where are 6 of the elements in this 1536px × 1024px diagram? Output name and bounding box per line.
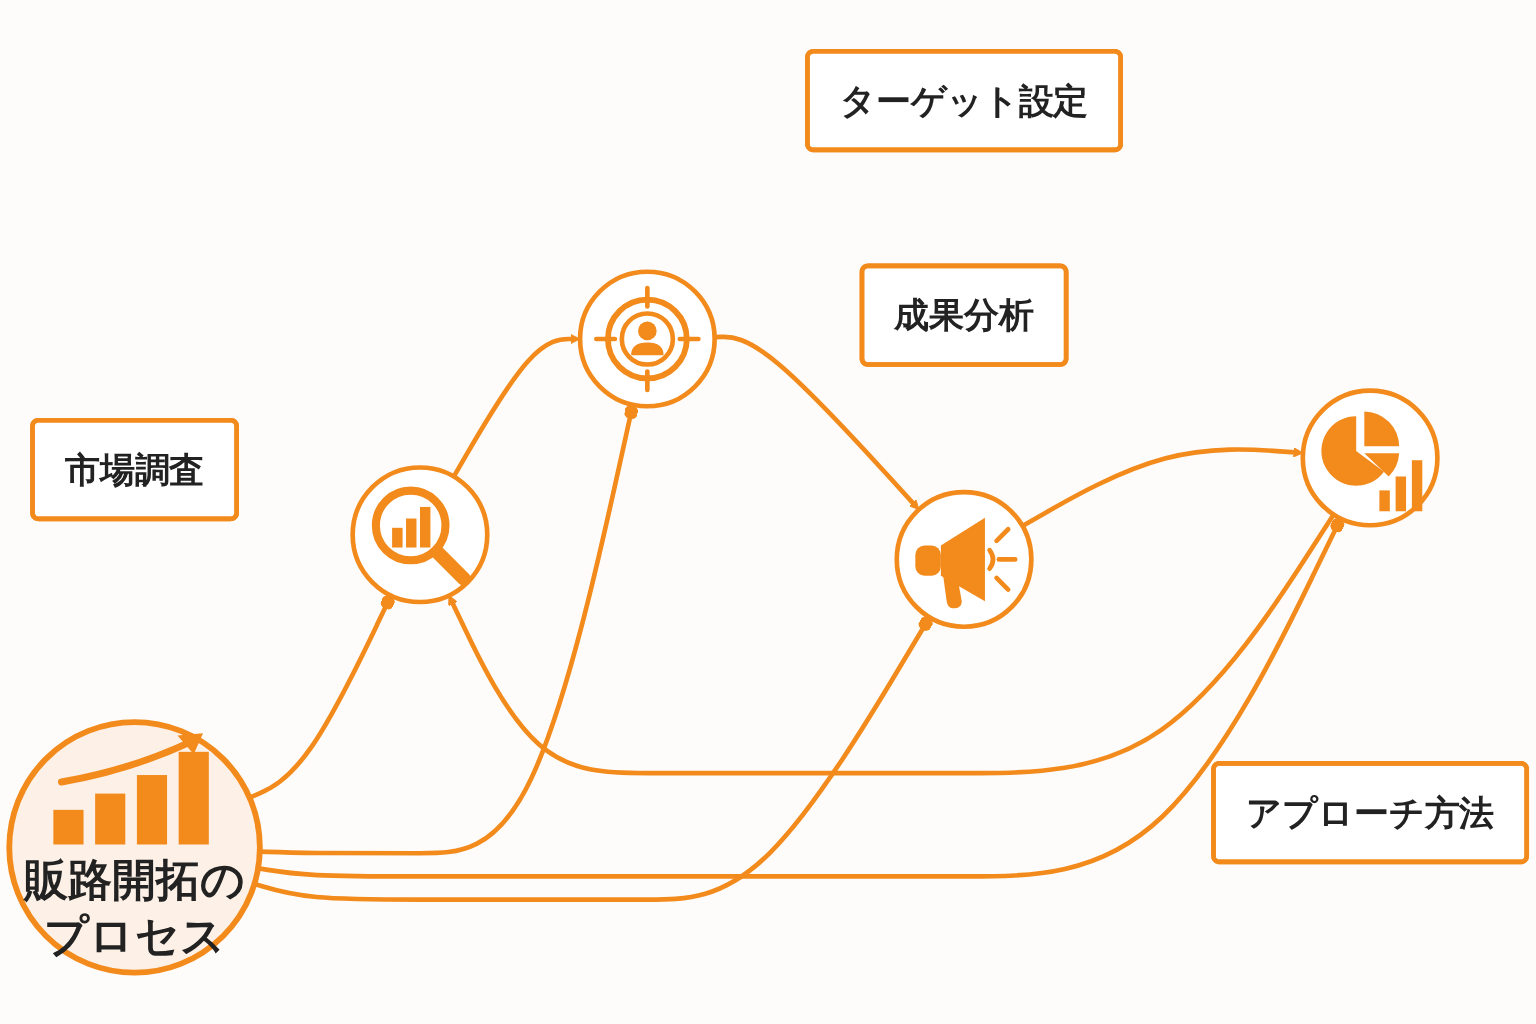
node-circle xyxy=(350,465,490,605)
arrow xyxy=(448,513,1336,776)
node-circle: 販路開拓のプロセス xyxy=(6,719,263,976)
node-circle xyxy=(894,489,1034,630)
node-circle xyxy=(1300,388,1440,528)
node-circle xyxy=(577,269,717,409)
